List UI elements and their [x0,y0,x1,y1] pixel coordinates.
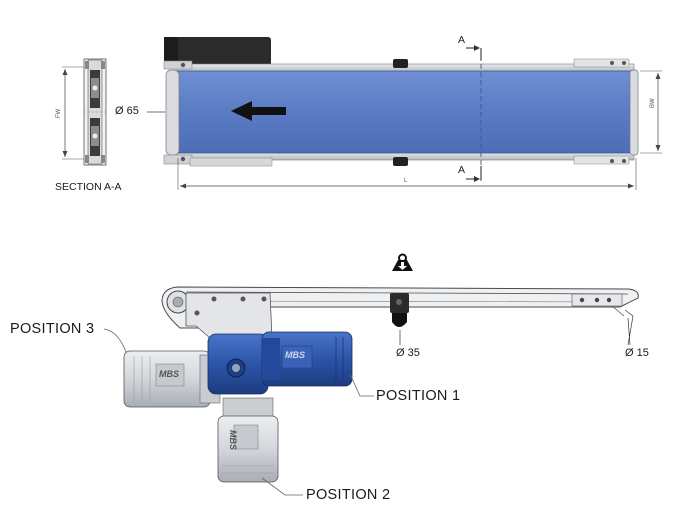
frame-width-dimension-label: FW [56,108,62,118]
motor-position-1 [261,331,353,387]
gearbox [207,333,269,395]
motor-position-2 [217,397,279,483]
position-1-label: POSITION 1 [376,388,461,404]
side-view [103,253,639,496]
motor-brand-badge-2: MBS [228,430,238,450]
side-frame [161,286,639,329]
section-a-a-view [62,58,107,166]
position-2-label: POSITION 2 [306,487,391,503]
length-dimension-label: L [404,178,408,184]
support-diameter-label: Ø 35 [396,347,420,359]
weight-load-icon [392,253,413,271]
motor-position-3 [123,350,221,408]
section-marker-top: A [458,34,466,46]
tail-roller [629,69,639,156]
roller-diameter-label: Ø 65 [115,105,139,117]
section-marker-bottom: A [458,164,466,176]
belt-width-dimension-label: BW [650,98,656,108]
section-a-a-label: SECTION A-A [55,181,122,193]
motor-brand-badge-1: MBS [285,350,305,360]
position-3-label: POSITION 3 [10,321,95,337]
tail-diameter-label: Ø 15 [625,347,649,359]
head-roller [165,69,180,156]
direction-arrow-icon [231,101,286,121]
motor-brand-badge-3: MBS [159,369,179,379]
drive-housing [164,37,271,67]
top-view [147,37,662,190]
